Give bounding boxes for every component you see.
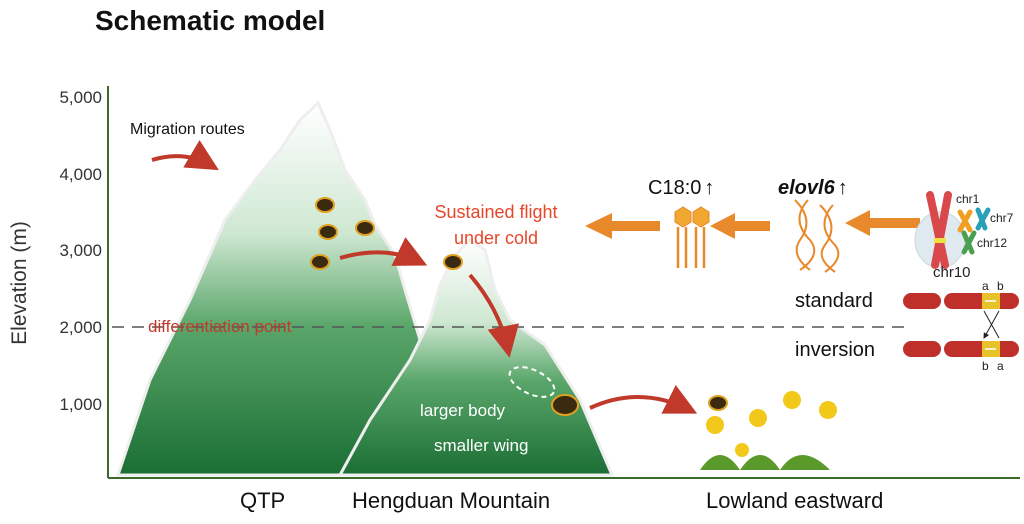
tick-label: 1,000 xyxy=(59,395,102,414)
dandelion-plants-icon xyxy=(700,391,837,470)
larger-body-label: larger body xyxy=(420,401,506,420)
under-cold-label: under cold xyxy=(454,228,538,248)
bumblebee-icons xyxy=(310,197,728,416)
inversion-cross-arrows xyxy=(984,310,1000,338)
standard-chromosome xyxy=(903,293,1019,309)
standard-label: standard xyxy=(795,290,873,312)
chr12-label: chr12 xyxy=(977,236,1007,250)
tick-label: 2,000 xyxy=(59,318,102,337)
differentiation-point-label: differentiation point xyxy=(148,317,292,336)
a-label: a xyxy=(982,279,989,293)
arrow-icon xyxy=(585,213,660,239)
b-label: b xyxy=(982,359,989,373)
hengduan-mountain xyxy=(337,238,615,477)
chr1-label: chr1 xyxy=(956,192,980,206)
inversion-label: inversion xyxy=(795,339,875,361)
arrow-icon xyxy=(845,210,920,236)
region-qtp: QTP xyxy=(240,488,285,513)
sustained-flight-label: Sustained flight xyxy=(434,202,557,222)
wing-highlight xyxy=(508,366,556,398)
dna-helix-icon xyxy=(794,199,840,273)
region-lowland: Lowland eastward xyxy=(706,488,883,513)
c18-label: C18:0↑ xyxy=(648,177,714,199)
migration-arrow-icon xyxy=(339,237,428,266)
fatty-acid-icon xyxy=(674,206,710,268)
a-label: a xyxy=(997,359,1004,373)
region-hengduan: Hengduan Mountain xyxy=(352,488,550,513)
arrow-icon xyxy=(710,213,770,239)
b-label: b xyxy=(997,279,1004,293)
migration-arrow-icon xyxy=(468,273,519,358)
chr7-label: chr7 xyxy=(990,211,1014,225)
elovl6-label: elovl6↑ xyxy=(778,177,848,199)
migration-arrow-icon xyxy=(589,384,698,414)
chromosome-icons xyxy=(914,191,991,269)
inversion-chromosome xyxy=(903,341,1019,357)
migration-routes-label: Migration routes xyxy=(130,121,245,138)
pathway-arrows xyxy=(585,210,920,239)
tick-label: 4,000 xyxy=(59,165,102,184)
smaller-wing-label: smaller wing xyxy=(434,436,528,455)
page-title: Schematic model xyxy=(95,5,325,36)
chr10-label: chr10 xyxy=(933,264,971,281)
y-axis-label: Elevation (m) xyxy=(8,221,31,345)
migration-arrow-icon xyxy=(151,140,219,171)
tick-label: 3,000 xyxy=(59,241,102,260)
tick-label: 5,000 xyxy=(59,88,102,107)
